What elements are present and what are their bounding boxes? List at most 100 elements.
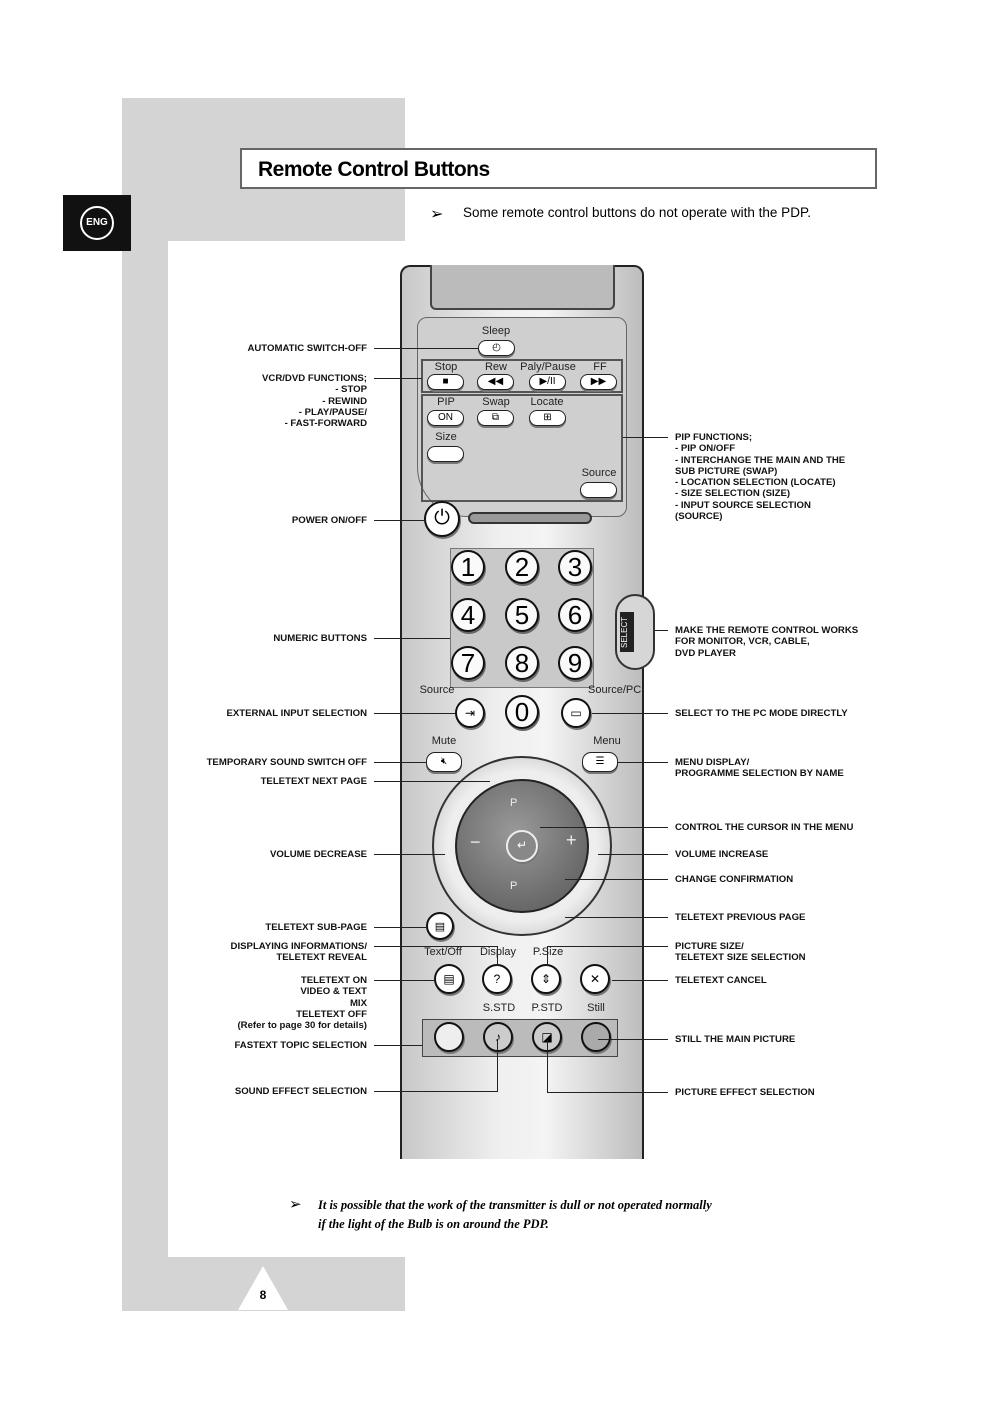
digit-3-button[interactable]: 3	[558, 550, 592, 584]
source-label: Source	[419, 684, 455, 696]
sleep-label: Sleep	[481, 325, 511, 337]
volume-down-label: −	[470, 832, 481, 852]
swap-label: Swap	[482, 396, 510, 408]
leader-line	[547, 1092, 668, 1094]
label-teletext-on: TELETEXT ON VIDEO & TEXT MIX TELETEXT OF…	[237, 975, 367, 1032]
digit-7-button[interactable]: 7	[451, 646, 485, 680]
leader-line	[565, 879, 668, 881]
leader-line	[374, 946, 498, 948]
pip-source-button[interactable]	[580, 482, 617, 498]
label-teletext-cancel: TELETEXT CANCEL	[675, 975, 767, 986]
label-pc-mode: SELECT TO THE PC MODE DIRECTLY	[675, 708, 848, 719]
fastext-red-button[interactable]	[434, 1022, 464, 1052]
leader-line	[623, 437, 668, 439]
label-volume-increase: VOLUME INCREASE	[675, 849, 769, 860]
menu-button[interactable]: ☰	[582, 752, 618, 772]
digit-0-button[interactable]: 0	[505, 695, 539, 729]
select-label: SELECT	[620, 612, 634, 652]
digit-1-button[interactable]: 1	[451, 550, 485, 584]
ff-label: FF	[593, 361, 607, 373]
leader-line	[598, 1039, 668, 1041]
leader-line	[565, 917, 668, 919]
remote-ir-window	[430, 265, 615, 310]
arrow-icon: ➢	[430, 206, 444, 223]
leader-line	[547, 946, 549, 966]
language-label: ENG	[80, 206, 114, 240]
mute-button[interactable]: 🔇︎	[426, 752, 462, 772]
mute-label: Mute	[431, 735, 457, 747]
label-display-info: DISPLAYING INFORMATIONS/ TELETEXT REVEAL	[230, 941, 367, 964]
leader-line	[497, 1040, 499, 1092]
sleep-button[interactable]: ◴	[478, 340, 515, 356]
leader-line	[618, 762, 668, 764]
still-label: Still	[587, 1002, 605, 1014]
leader-line	[374, 520, 424, 522]
channel-up-label: P	[510, 797, 518, 809]
select-switch[interactable]: SELECT	[615, 594, 655, 670]
digit-5-button[interactable]: 5	[505, 598, 539, 632]
still-button[interactable]	[581, 1022, 611, 1052]
label-automatic-switch-off: AUTOMATIC SWITCH-OFF	[247, 343, 367, 354]
leader-line	[374, 348, 478, 350]
volume-up-label: +	[566, 830, 577, 850]
size-label: Size	[435, 431, 457, 443]
stop-button[interactable]: ■	[427, 374, 464, 390]
leader-line	[374, 1045, 422, 1047]
locate-button[interactable]: ⊞	[529, 410, 566, 426]
label-fastext: FASTEXT TOPIC SELECTION	[234, 1040, 367, 1051]
rewind-button[interactable]: ◀◀	[477, 374, 514, 390]
source-button[interactable]: ⇥	[455, 698, 485, 728]
label-change-confirmation: CHANGE CONFIRMATION	[675, 874, 794, 885]
power-indicator	[468, 512, 592, 524]
leader-line	[592, 713, 668, 715]
source-pc-button[interactable]: ▭	[561, 698, 591, 728]
digit-8-button[interactable]: 8	[505, 646, 539, 680]
digit-9-button[interactable]: 9	[558, 646, 592, 680]
pip-on-button[interactable]: ON	[427, 410, 464, 426]
leader-line	[655, 630, 668, 632]
teletext-cancel-button[interactable]: ✕	[580, 964, 610, 994]
label-teletext-previous-page: TELETEXT PREVIOUS PAGE	[675, 912, 806, 923]
leader-line	[612, 980, 668, 982]
p-std-label: P.STD	[531, 1002, 563, 1014]
language-tab: ENG	[63, 195, 131, 251]
play-pause-label: Paly/Pause	[520, 361, 576, 373]
leader-line	[374, 638, 450, 640]
label-external-input: EXTERNAL INPUT SELECTION	[226, 708, 367, 719]
label-mute: TEMPORARY SOUND SWITCH OFF	[206, 757, 367, 768]
text-off-button[interactable]: ▤	[434, 964, 464, 994]
page-number-tab	[238, 1266, 288, 1310]
label-picture-size: PICTURE SIZE/ TELETEXT SIZE SELECTION	[675, 941, 806, 964]
play-pause-button[interactable]: ▶/II	[529, 374, 566, 390]
digit-4-button[interactable]: 4	[451, 598, 485, 632]
page-decor-strip	[122, 241, 168, 1311]
swap-button[interactable]: ⧉	[477, 410, 514, 426]
size-button[interactable]	[427, 446, 464, 462]
enter-button[interactable]: ↵	[506, 830, 538, 862]
note-bottom-line-1: It is possible that the work of the tran…	[318, 1198, 712, 1212]
digit-6-button[interactable]: 6	[558, 598, 592, 632]
leader-line	[374, 378, 422, 380]
teletext-subpage-button[interactable]: ▤	[426, 912, 454, 940]
label-pip-functions: PIP FUNCTIONS; - PIP ON/OFF - INTERCHANG…	[675, 432, 846, 523]
page-number: 8	[259, 1288, 267, 1302]
note-top: Some remote control buttons do not opera…	[463, 205, 811, 220]
leader-line	[374, 762, 426, 764]
display-button[interactable]: ?	[482, 964, 512, 994]
label-select-device: MAKE THE REMOTE CONTROL WORKS FOR MONITO…	[675, 625, 859, 659]
power-button[interactable]: ⏻	[424, 501, 460, 537]
leader-line	[547, 1040, 549, 1092]
leader-line	[540, 827, 668, 829]
leader-line	[547, 946, 668, 948]
fast-forward-button[interactable]: ▶▶	[580, 374, 617, 390]
label-sound-effect: SOUND EFFECT SELECTION	[234, 1086, 367, 1097]
s-std-label: S.STD	[482, 1002, 516, 1014]
p-size-button[interactable]: ⇕	[531, 964, 561, 994]
title-box: Remote Control Buttons	[240, 148, 877, 189]
leader-line	[598, 854, 668, 856]
label-power: POWER ON/OFF	[291, 515, 367, 526]
label-still: STILL THE MAIN PICTURE	[675, 1034, 796, 1045]
digit-2-button[interactable]: 2	[505, 550, 539, 584]
label-numeric-buttons: NUMERIC BUTTONS	[273, 633, 367, 644]
label-picture-effect: PICTURE EFFECT SELECTION	[675, 1087, 815, 1098]
